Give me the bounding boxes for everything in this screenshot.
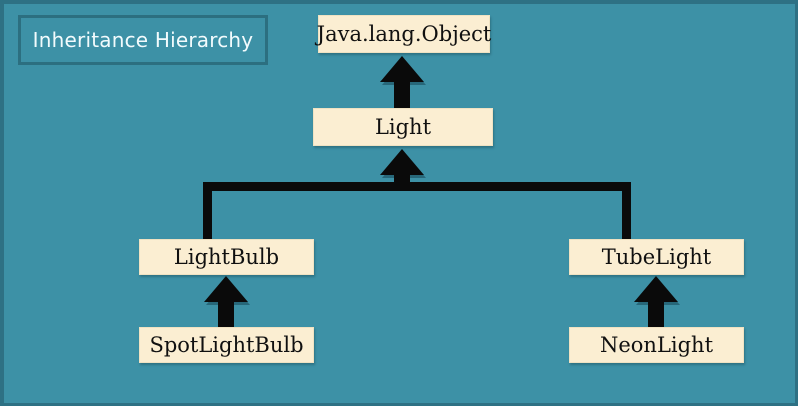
class-node-label: Java.lang.Object <box>316 21 492 46</box>
arrow-head-icon <box>380 56 424 82</box>
arrow-head-icon <box>204 276 248 302</box>
arrow-neonlight-to-tubelight <box>634 276 680 328</box>
arrow-head-icon <box>634 276 678 302</box>
diagram-title-box: Inheritance Hierarchy <box>18 15 268 65</box>
class-node-label: LightBulb <box>173 244 280 269</box>
arrow-light-to-object <box>380 56 426 108</box>
class-node-java-lang-object[interactable]: Java.lang.Object <box>316 15 492 53</box>
connector-drop-tubelight <box>622 182 631 240</box>
arrow-shaft <box>394 80 410 108</box>
diagram-title-label: Inheritance Hierarchy <box>32 28 254 52</box>
connector-horizontal-bar <box>203 182 631 191</box>
class-node-neonlight[interactable]: NeonLight <box>569 327 744 363</box>
class-node-tubelight[interactable]: TubeLight <box>569 239 744 275</box>
class-node-label: SpotLightBulb <box>149 332 304 357</box>
class-node-light[interactable]: Light <box>313 108 493 146</box>
connector-drop-lightbulb <box>203 182 212 240</box>
arrow-subclasses-to-light <box>380 149 426 187</box>
arrow-head-icon <box>380 149 424 175</box>
class-node-lightbulb[interactable]: LightBulb <box>139 239 314 275</box>
class-node-label: NeonLight <box>599 332 714 357</box>
arrow-shaft <box>218 300 234 328</box>
class-node-spotlightbulb[interactable]: SpotLightBulb <box>139 327 314 363</box>
class-node-label: TubeLight <box>601 244 712 269</box>
arrow-spotlightbulb-to-lightbulb <box>204 276 250 328</box>
class-node-label: Light <box>374 114 432 139</box>
arrow-shaft <box>648 300 664 328</box>
arrow-shaft <box>394 173 410 187</box>
